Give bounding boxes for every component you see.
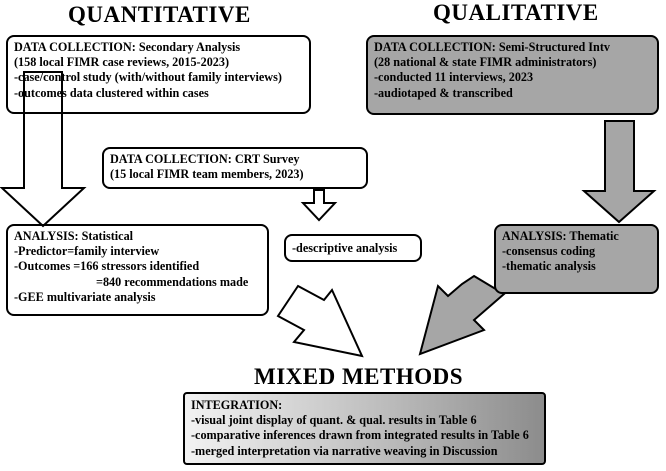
integration-line: -comparative inferences drawn from integ… [191, 428, 529, 443]
qual-collection-title: DATA COLLECTION: Semi-Structured Intv [374, 40, 610, 54]
qual-data-collection-box: DATA COLLECTION: Semi-Structured Intv (2… [366, 35, 659, 115]
quant-collection-line: -outcomes data clustered within cases [14, 85, 209, 100]
quant-data-collection-box: DATA COLLECTION: Secondary Analysis (158… [6, 35, 311, 114]
quant-analysis-title: ANALYSIS: Statistical [14, 229, 134, 243]
qual-analysis-box: ANALYSIS: Thematic -consensus coding -th… [494, 224, 659, 294]
quant-collection-line: (158 local FIMR case reviews, 2015-2023) [14, 55, 230, 70]
qual-collection-line: -audiotaped & transcribed [374, 85, 513, 100]
qual-collection-line: (28 national & state FIMR administrators… [374, 55, 597, 70]
arrow-quant-diagonal [276, 284, 364, 358]
descriptive-analysis-text: -descriptive analysis [292, 241, 398, 255]
heading-quantitative: QUANTITATIVE [68, 2, 251, 27]
descriptive-analysis-box: -descriptive analysis [284, 234, 422, 262]
crt-survey-box: DATA COLLECTION: CRT Survey (15 local FI… [102, 147, 368, 189]
arrow-qual-down [581, 120, 657, 224]
quant-analysis-line: -Outcomes =166 stressors identified [14, 259, 200, 274]
arrow-qual-diagonal [418, 274, 506, 356]
quant-analysis-line: -GEE multivariate analysis [14, 289, 156, 304]
heading-mixed-methods: MIXED METHODS [254, 364, 464, 389]
quant-analysis-line: =840 recommendations made [96, 274, 249, 289]
quant-collection-title: DATA COLLECTION: Secondary Analysis [14, 40, 241, 54]
heading-qualitative: QUALITATIVE [433, 0, 599, 25]
crt-collection-title: DATA COLLECTION: CRT Survey [110, 152, 300, 166]
qual-collection-line: -conducted 11 interviews, 2023 [374, 70, 534, 85]
crt-collection-line: (15 local FIMR team members, 2023) [110, 167, 304, 182]
arrow-crt-down [300, 189, 338, 222]
quant-collection-line: -case/control study (with/without family… [14, 70, 282, 85]
qual-analysis-title: ANALYSIS: Thematic [502, 229, 619, 243]
integration-line: -visual joint display of quant. & qual. … [191, 413, 477, 428]
integration-line: -merged interpretation via narrative wea… [191, 443, 498, 458]
qual-analysis-line: -consensus coding [502, 244, 596, 259]
qual-analysis-line: -thematic analysis [502, 259, 596, 274]
quant-analysis-box: ANALYSIS: Statistical -Predictor=family … [6, 224, 269, 316]
quant-analysis-line: -Predictor=family interview [14, 244, 160, 259]
integration-box: INTEGRATION: -visual joint display of qu… [183, 392, 546, 465]
arrow-quant-down [0, 71, 87, 228]
integration-title: INTEGRATION: [191, 398, 283, 412]
